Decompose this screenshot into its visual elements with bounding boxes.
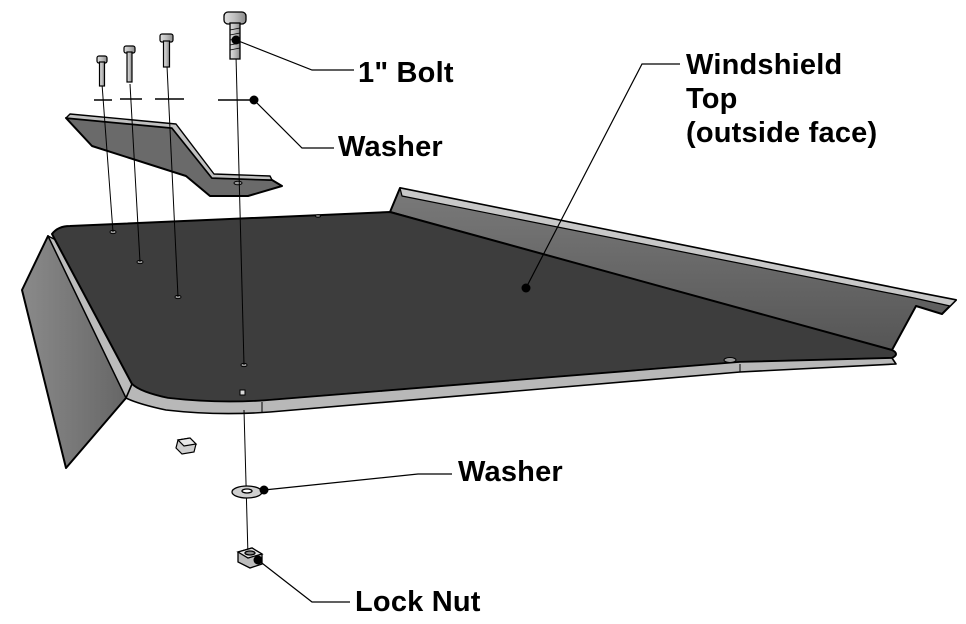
washer-bottom-callout: Washer — [458, 456, 563, 488]
lock-nut-callout: Lock Nut — [355, 586, 481, 618]
back-flange-lip — [399, 187, 957, 307]
windshield-label-line2: Top — [686, 83, 738, 115]
windshield-label-line3: (outside face) — [686, 117, 878, 149]
top-washers — [94, 98, 254, 101]
windshield-label-line1: Windshield — [686, 49, 843, 81]
panel-front-edge — [125, 357, 897, 415]
bolt-small-1 — [96, 55, 108, 87]
bolt-large — [223, 11, 247, 60]
angle-bracket-top — [65, 113, 273, 181]
lock-nut-left — [175, 437, 198, 455]
bottom-washer — [231, 485, 263, 499]
windshield-top-callout: Windshield Top (outside face) — [686, 48, 877, 150]
leader-dots — [231, 35, 531, 565]
leader-lines — [235, 39, 680, 603]
bolt-medium — [159, 33, 174, 68]
assembly-axis-lines — [101, 55, 249, 557]
washer-top-callout: Washer — [338, 131, 443, 163]
bolt-small-2 — [123, 45, 136, 83]
bolt-callout: 1" Bolt — [358, 57, 454, 89]
